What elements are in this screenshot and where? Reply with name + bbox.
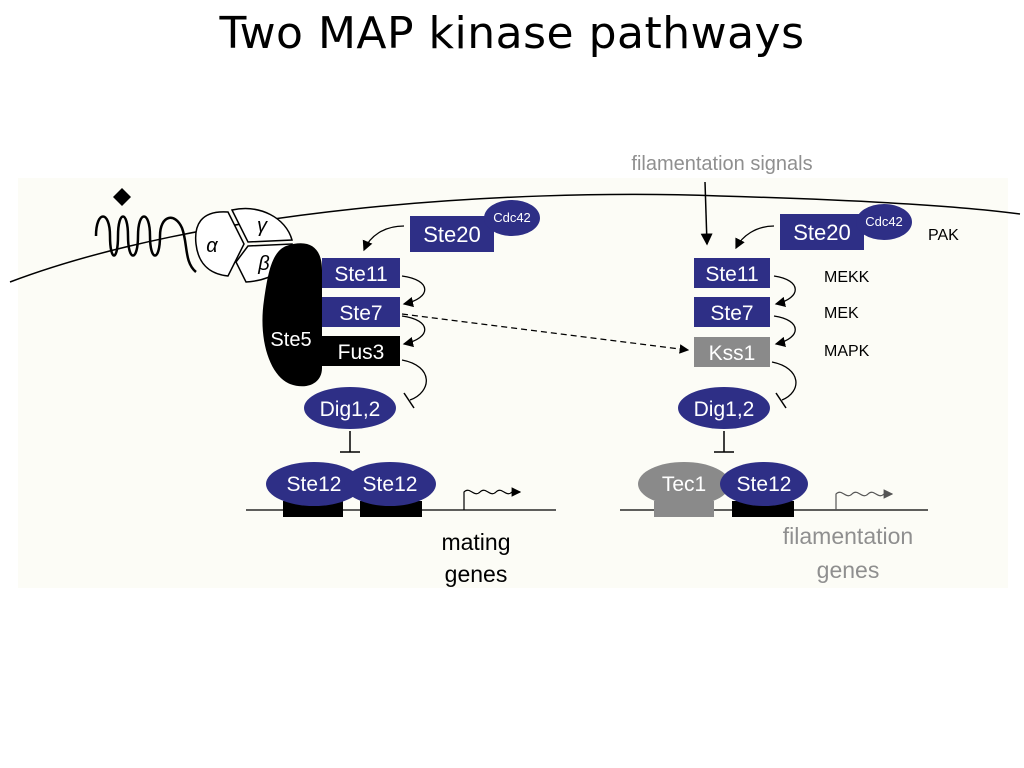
fil-tec1-label: Tec1 — [662, 473, 706, 496]
legend-mekk: MEKK — [824, 269, 870, 286]
fil-binding-site-1 — [654, 501, 714, 517]
mating-dig-oval — [304, 387, 396, 429]
fil-genes-line2: genes — [817, 557, 880, 583]
mating-cdc42-label: Cdc42 — [493, 210, 531, 225]
legend-mek: MEK — [824, 305, 859, 322]
fil-ste11-box — [694, 258, 770, 288]
cell-membrane — [9, 193, 1021, 283]
mating-ste7-label: Ste7 — [339, 302, 382, 325]
fil-kss1-label: Kss1 — [709, 342, 756, 365]
mating-cdc42-oval — [484, 200, 540, 236]
mating-ste7-box — [322, 297, 400, 327]
fil-ste12-label: Ste12 — [737, 473, 792, 496]
fil-ste20-label: Ste20 — [793, 220, 851, 245]
fil-kss1-box — [694, 337, 770, 367]
mating-inhibit-bar — [403, 392, 415, 409]
ste5-label: Ste5 — [270, 329, 311, 351]
fil-cdc42-label: Cdc42 — [865, 214, 903, 229]
legend-pak: PAK — [928, 227, 959, 244]
mating-ste20-label: Ste20 — [423, 222, 481, 247]
mating-transcription-arrow — [463, 487, 522, 510]
fil-ste11-to-ste7-arrow — [773, 275, 796, 308]
fil-ste7-label: Ste7 — [710, 302, 753, 325]
filamentation-signals-label: filamentation signals — [631, 153, 812, 175]
mating-genes-line1: mating — [441, 529, 510, 555]
slide-title: Two MAP kinase pathways — [219, 8, 805, 59]
fil-dig-label: Dig1,2 — [694, 398, 755, 421]
fil-ste12-oval — [720, 462, 808, 506]
g-alpha-subunit — [194, 211, 245, 277]
mating-ste7-to-fus3-arrow — [401, 315, 426, 348]
mating-binding-site-2 — [360, 501, 422, 517]
fil-inhibit-bar — [775, 392, 787, 409]
fil-binding-site-2 — [732, 501, 794, 517]
g-beta-label: β — [257, 253, 269, 275]
fil-ste11-label: Ste11 — [705, 263, 758, 286]
fil-ste7-to-kss1-arrow — [773, 315, 796, 348]
fil-tec1-oval — [638, 462, 730, 506]
fil-cdc42-oval — [856, 204, 912, 240]
mating-fus3-label: Fus3 — [338, 341, 385, 364]
receptor-squiggle — [94, 215, 197, 273]
mating-genes-line2: genes — [445, 561, 508, 587]
fil-ste7-box — [694, 297, 770, 327]
g-gamma-subunit — [230, 207, 293, 243]
mating-ste20-arrow — [362, 225, 405, 252]
mating-ste12-label-1: Ste12 — [287, 473, 342, 496]
mating-fus3-inhibit-dig — [401, 359, 427, 401]
crosstalk-arrow — [401, 313, 690, 354]
mating-ste11-to-ste7-arrow — [401, 275, 426, 308]
mating-ste11-label: Ste11 — [334, 263, 387, 286]
mating-fus3-box — [322, 336, 400, 366]
fil-dig-oval — [678, 387, 770, 429]
signals-arrow — [700, 181, 713, 246]
fil-kss1-inhibit-dig — [771, 361, 797, 401]
mating-ste12-oval-2 — [344, 462, 436, 506]
mating-dig-label: Dig1,2 — [320, 398, 381, 421]
fil-genes-line1: filamentation — [783, 523, 913, 549]
mating-ste12-oval-1 — [266, 462, 362, 506]
pheromone-ligand — [113, 188, 131, 206]
fil-ste20-arrow — [735, 225, 775, 250]
mating-ste20-box — [410, 216, 494, 252]
legend-mapk: MAPK — [824, 343, 870, 360]
g-gamma-label: γ — [257, 215, 268, 237]
fil-transcription-arrow — [835, 489, 894, 510]
ste5-scaffold — [262, 243, 322, 387]
mating-ste11-box — [322, 258, 400, 288]
g-alpha-label: α — [206, 235, 218, 257]
fil-ste20-box — [780, 214, 864, 250]
mating-ste12-label-2: Ste12 — [363, 473, 418, 496]
